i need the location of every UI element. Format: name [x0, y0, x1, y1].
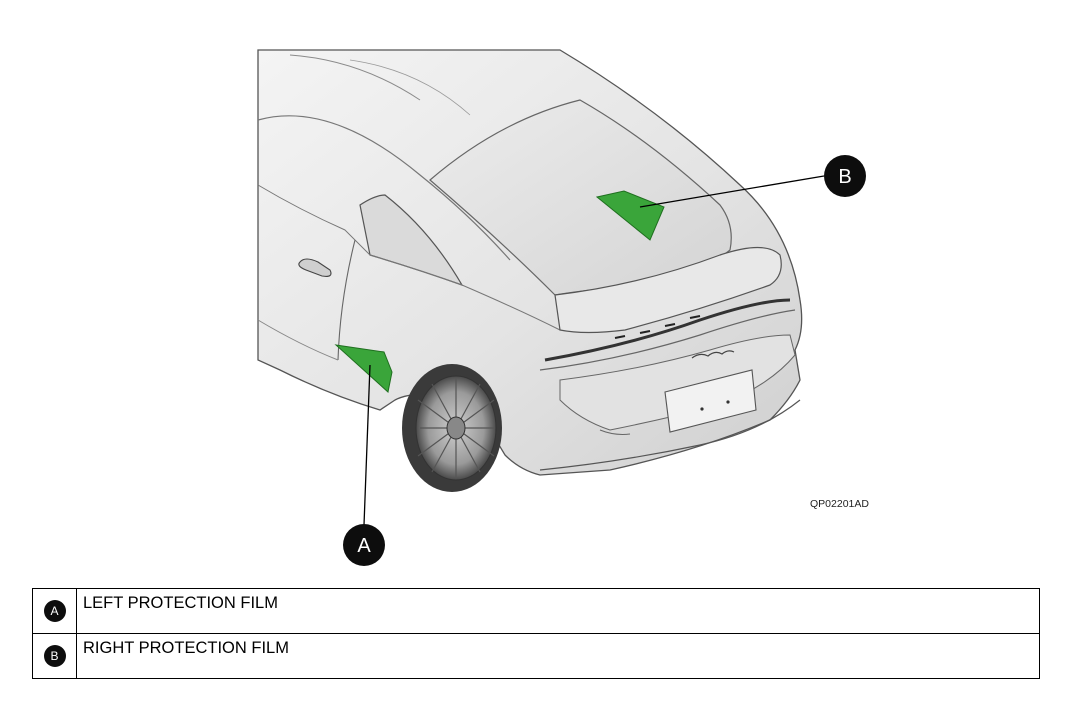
left-protection-film-area	[334, 344, 393, 393]
rear-wheel	[402, 364, 502, 492]
callout-a-leader	[363, 364, 371, 526]
right-protection-film-area	[595, 190, 665, 241]
vehicle-illustration: A B QP02201AD	[257, 49, 869, 566]
car-body	[257, 49, 803, 476]
legend-description-cell: LEFT PROTECTION FILM	[76, 588, 1040, 634]
callout-a-letter: A	[357, 535, 371, 557]
legend-key-cell: B	[32, 633, 77, 679]
callout-b-leader	[639, 175, 825, 208]
legend-table: A LEFT PROTECTION FILM B RIGHT PROTECTIO…	[32, 588, 1040, 679]
callout-a-badge: A	[343, 524, 385, 566]
callout-b-letter: B	[838, 166, 851, 188]
legend-description-left-film: LEFT PROTECTION FILM	[83, 594, 278, 612]
legend-description-cell: RIGHT PROTECTION FILM	[76, 633, 1040, 679]
legend-key-badge-b: B	[43, 645, 66, 667]
legend-description-right-film: RIGHT PROTECTION FILM	[83, 639, 289, 657]
legend-key-cell: A	[32, 588, 77, 634]
figure-code: QP02201AD	[810, 498, 869, 510]
legend-row: B RIGHT PROTECTION FILM	[32, 633, 1040, 679]
legend-row: A LEFT PROTECTION FILM	[32, 588, 1040, 634]
legend-key-badge-a: A	[43, 600, 66, 622]
callout-b-badge: B	[824, 155, 866, 197]
